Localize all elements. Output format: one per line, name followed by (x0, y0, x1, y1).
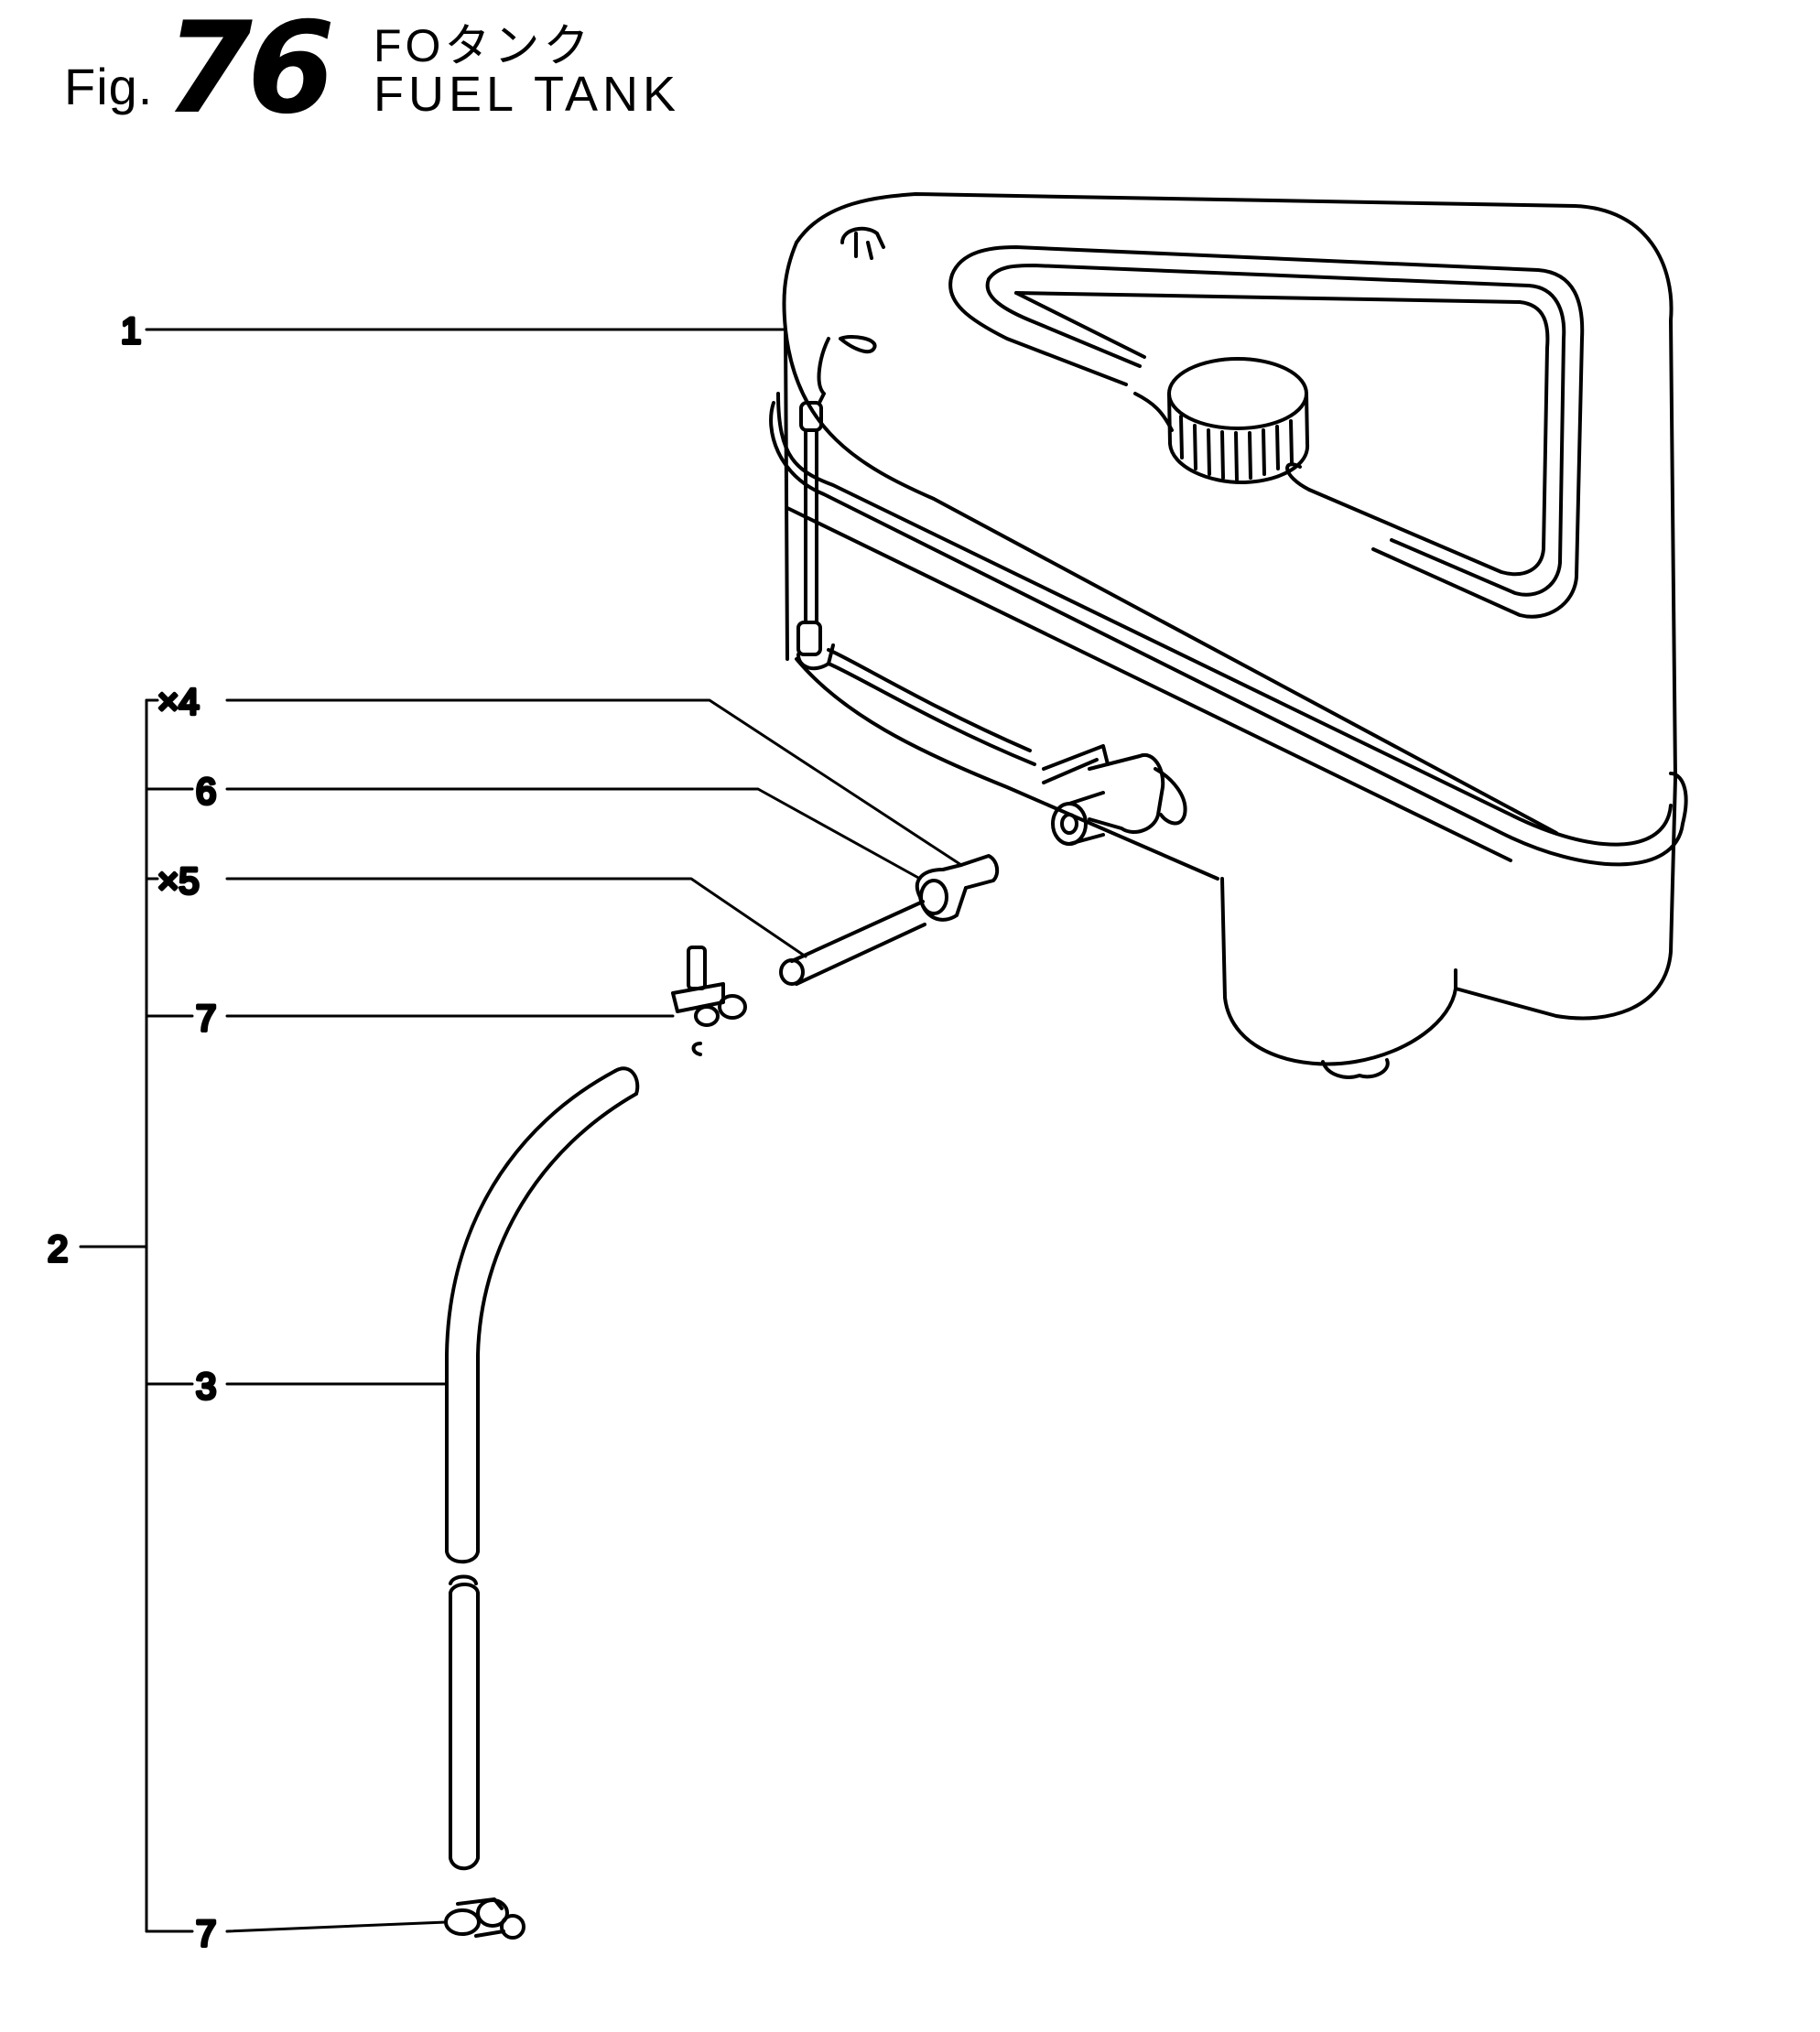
hose-clamp-lower (444, 1897, 525, 1940)
callout-1: 1 (121, 311, 141, 351)
hose-clamp-upper (671, 946, 747, 1056)
fuel-tank (769, 192, 1688, 1079)
callout-7-lower: 7 (196, 1914, 216, 1954)
leader-lines (79, 328, 963, 1933)
fuel-hose (445, 1066, 640, 1871)
hose-fitting-assembly (779, 854, 1000, 986)
callout-2: 2 (48, 1229, 68, 1270)
figure-title-english: FUEL TANK (374, 67, 681, 122)
callout-5: ×5 (157, 861, 200, 902)
figure-number: 76 (165, 0, 335, 142)
callout-6: 6 (196, 772, 216, 812)
callout-3: 3 (196, 1367, 216, 1407)
callout-7-upper: 7 (196, 999, 216, 1039)
callout-4: ×4 (157, 682, 200, 722)
figure-title-japanese: FOタンク (374, 20, 593, 71)
figure-prefix: Fig. (64, 58, 154, 115)
